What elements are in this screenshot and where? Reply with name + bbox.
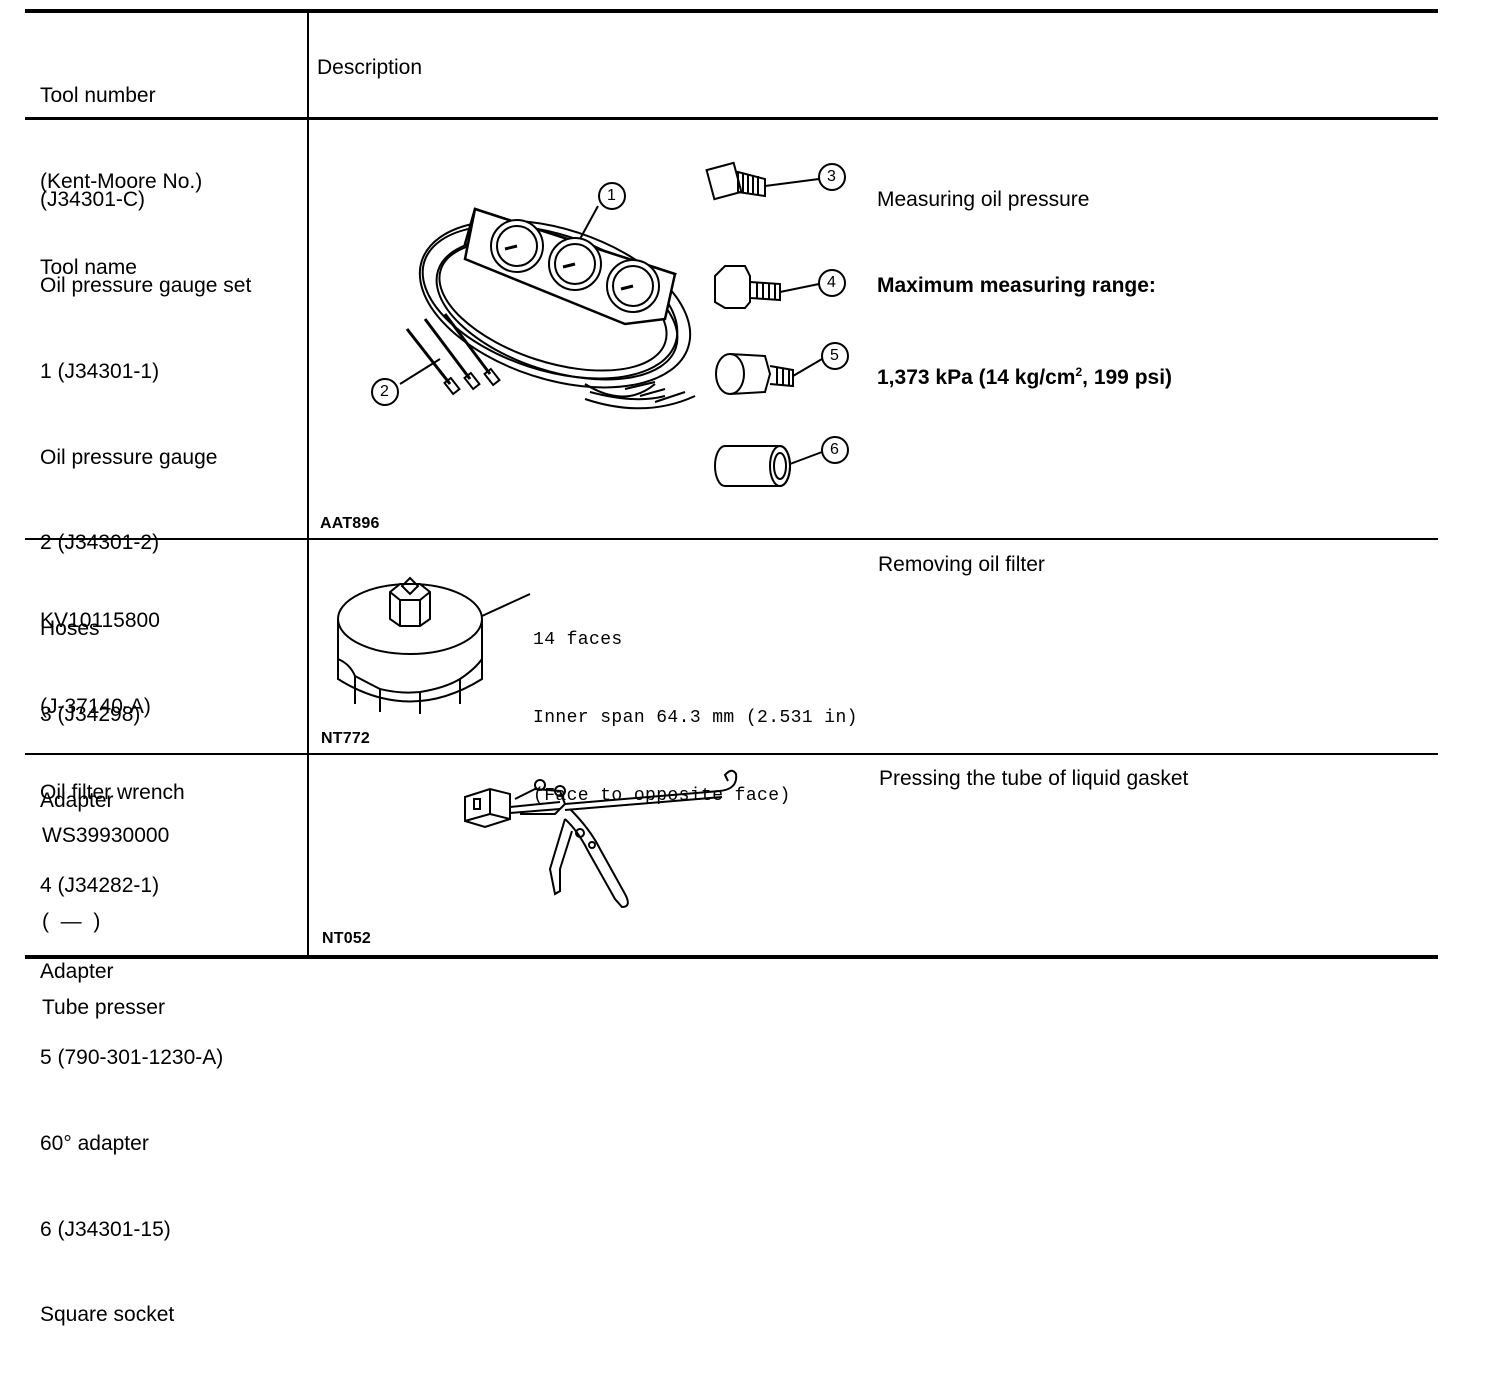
row1-tool-line: Hoses: [40, 617, 100, 641]
row1-tool-line: 2 (J34301-2): [40, 531, 160, 555]
figure-id-nt772: NT772: [321, 730, 371, 747]
row3-tool-line: Tube presser: [42, 995, 165, 1019]
header-description: Description: [317, 56, 423, 79]
row1-desc-range-value: 1,373 kPa (14 kg/cm2, 199 psi): [877, 358, 1172, 393]
table-top-rule: [25, 9, 1438, 13]
tube-presser-illustration: [464, 769, 738, 909]
row3-tool-list: WS39930000 ( — ) Tube presser: [42, 765, 169, 1080]
oil-filter-wrench-illustration: [337, 576, 531, 714]
row1-tool-line: 60° adapter: [40, 1131, 149, 1155]
callout-6: 6: [830, 441, 840, 458]
row1-bottom-rule: [25, 538, 1438, 540]
row1-tool-line: Oil pressure gauge: [40, 445, 218, 469]
row1-tool-line: Oil pressure gauge set: [40, 273, 252, 297]
row2-tool-line: KV10115800: [40, 609, 160, 633]
row2-tool-line: Oil filter wrench: [40, 780, 185, 804]
row3-tool-line: WS39930000: [42, 824, 170, 848]
callout-3: 3: [827, 168, 837, 185]
header-tool-number-cell: Tool number (Kent-Moore No.) Tool name: [40, 25, 202, 340]
figure-id-nt052: NT052: [322, 930, 372, 947]
range-value-part-b: , 199 psi): [1082, 365, 1173, 389]
column-divider: [307, 9, 309, 959]
figure-id-aat896: AAT896: [320, 515, 380, 532]
row3-tool-line: ( — ): [42, 909, 101, 933]
header-kent-moore: (Kent-Moore No.): [40, 169, 203, 193]
annotation-14-faces: 14 faces: [533, 630, 623, 650]
callout-2: 2: [380, 383, 390, 400]
row1-tool-line: 3 (J34298): [40, 702, 141, 726]
header-tool-name: Tool name: [40, 255, 137, 279]
range-value-superscript: 2: [1075, 364, 1083, 379]
row1-tool-line: 6 (J34301-15): [40, 1217, 171, 1241]
callout-1: 1: [607, 187, 617, 204]
row1-desc-range-label: Maximum measuring range:: [877, 273, 1156, 297]
row2-description: Removing oil filter: [878, 553, 1045, 576]
row1-desc-title: Measuring oil pressure: [877, 188, 1090, 212]
annotation-face-to-face: (Face to opposite face): [533, 786, 791, 806]
header-bottom-rule: [25, 117, 1438, 120]
callout-5: 5: [830, 347, 840, 364]
callout-4: 4: [827, 274, 837, 291]
row1-tool-line: Adapter: [40, 960, 114, 984]
special-tools-table: Tool number (Kent-Moore No.) Tool name D…: [25, 9, 1438, 1326]
annotation-inner-span: Inner span 64.3 mm (2.531 in): [533, 708, 858, 728]
row1-tool-line: 1 (J34301-1): [40, 359, 160, 383]
row1-tool-line: Square socket: [40, 1303, 175, 1327]
row1-description: Measuring oil pressure Maximum measuring…: [877, 129, 1172, 450]
oil-pressure-gauge-set-illustration: [371, 161, 849, 487]
table-bottom-rule: [25, 955, 1438, 959]
row3-description: Pressing the tube of liquid gasket: [879, 767, 1189, 790]
header-tool-number: Tool number: [40, 84, 156, 108]
row1-tool-line: 4 (J34282-1): [40, 874, 160, 898]
row2-bottom-rule: [25, 753, 1438, 755]
range-value-part-a: 1,373 kPa (14 kg/cm: [877, 365, 1076, 389]
row2-tool-line: (J-37140-A): [40, 694, 151, 718]
row1-tool-line: (J34301-C): [40, 188, 146, 212]
row2-annotations: 14 faces Inner span 64.3 mm (2.531 in) (…: [533, 575, 858, 861]
row2-tool-list: KV10115800 (J-37140-A) Oil filter wrench: [40, 550, 185, 865]
row1-tool-line: Adapter: [40, 788, 114, 812]
